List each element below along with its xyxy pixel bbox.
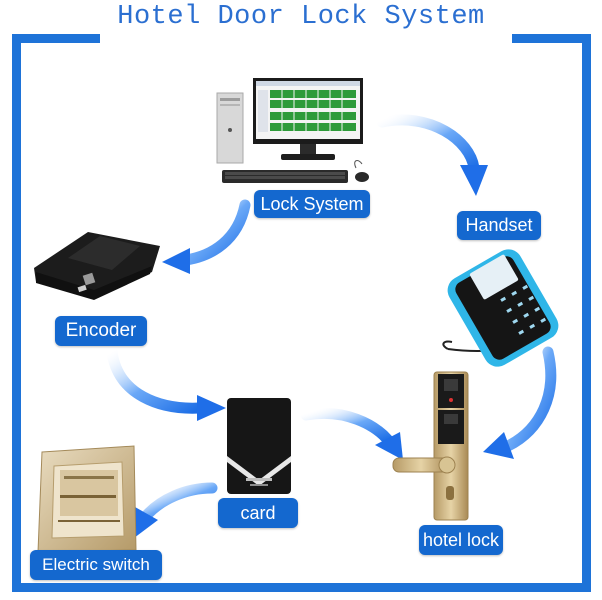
frame-bottom [12,583,591,592]
card-label: card [218,498,298,528]
electric-switch-label: Electric switch [30,550,162,580]
computer-icon [216,78,369,183]
lock-system-label: Lock System [254,190,370,218]
handset-label: Handset [457,211,541,240]
arrow-computer-to-encoder [162,199,251,274]
card-icon [227,398,291,494]
arrow-handset-to-lock [483,346,557,459]
diagram-title: Hotel Door Lock System [117,2,485,32]
handset-device-icon [442,249,559,367]
arrow-card-to-switch [134,482,218,538]
arrow-card-to-lock [300,407,403,460]
frame-right [582,34,591,592]
frame-top-right [512,34,591,43]
arrow-encoder-to-card [106,346,226,421]
arrow-computer-to-handset [376,114,488,196]
frame-left [12,34,21,592]
door-lock-icon [392,371,469,521]
encoder-label: Encoder [55,316,147,346]
electric-switch-icon [37,445,137,553]
encoder-device-icon [34,232,160,300]
frame-top-left [12,34,100,43]
hotel-lock-label: hotel lock [419,525,503,555]
